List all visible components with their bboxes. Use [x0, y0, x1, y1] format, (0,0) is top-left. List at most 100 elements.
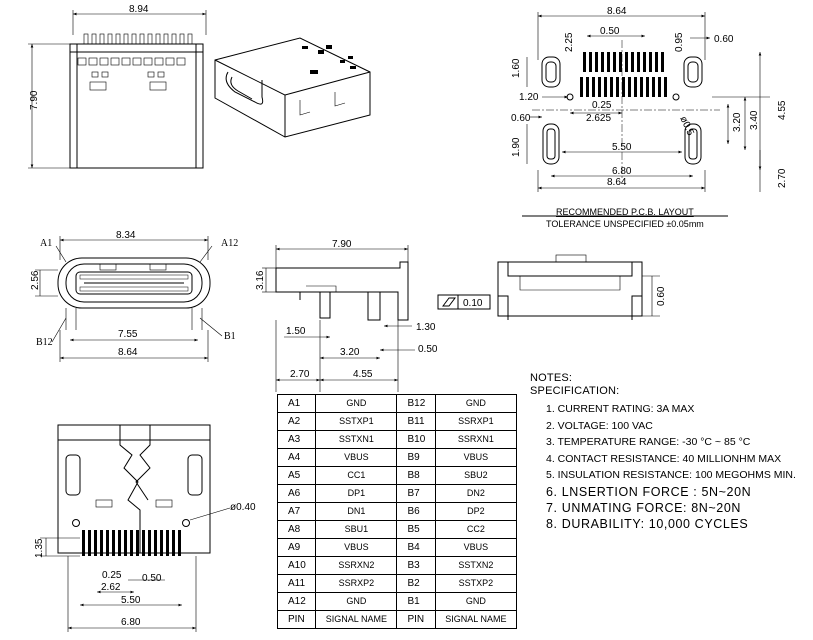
label-a1: A1	[40, 238, 53, 249]
pcb-pad-small: 0.25	[592, 100, 612, 111]
pin-number-cell: B7	[396, 484, 436, 503]
pcb-layout-title: RECOMMENDED P.C.B. LAYOUT	[556, 207, 694, 217]
pcb-layout: 8.64 0.50 2.25 0.95 0.60	[511, 6, 788, 192]
pcb-overall-top: 8.64	[607, 6, 627, 17]
signal-name-cell: SSRXN1	[434, 430, 518, 449]
notes-subtitle: SPECIFICATION:	[530, 385, 620, 397]
bottom-span1: 2.62	[101, 582, 121, 593]
pin-number-cell: B2	[396, 574, 436, 593]
signal-name-cell: VBUS	[434, 448, 518, 467]
pin-number-cell: B10	[396, 430, 436, 449]
front-view: 8.34 2.56 7.55 8.64	[30, 230, 223, 362]
bottom-pitch: 0.25	[102, 570, 122, 581]
signal-name-cell: GND	[434, 394, 518, 413]
signal-name-cell: SSRXN2	[315, 556, 398, 575]
label-b1: B1	[224, 331, 236, 342]
pin-number-cell: A3	[276, 430, 317, 449]
top-height-dim: 7.90	[29, 90, 40, 110]
front-inner-width: 7.55	[118, 329, 138, 340]
pcb-pad-depth: 2.25	[564, 32, 575, 52]
pin-number-cell: B11	[396, 412, 436, 431]
signal-name-cell: DP2	[434, 502, 518, 521]
pin-number-cell: A1	[276, 394, 317, 413]
pin-number-cell: A7	[276, 502, 317, 521]
pcb-inner-height: 3.20	[732, 112, 743, 132]
pcb-mid-height: 3.40	[749, 110, 760, 130]
signal-name-cell: GND	[315, 592, 398, 611]
signal-name-cell: SSTXN2	[434, 556, 518, 575]
signal-name-cell: GND	[315, 394, 398, 413]
signal-name-cell: SSTXN1	[315, 430, 398, 449]
signal-name-cell: SBU1	[315, 520, 398, 539]
spec-item: 6. LNSERTION FORCE : 5N~20N	[546, 484, 752, 499]
pcb-slot-height: 1.60	[511, 58, 522, 78]
pcb-lower-slot: 1.90	[511, 137, 522, 157]
spec-item: 1. CURRENT RATING: 3A MAX	[546, 403, 695, 415]
bottom-view: ø0.40 1.35 0.25 0.50 2.62 5.50 6.80	[34, 424, 256, 632]
signal-name-cell: VBUS	[315, 538, 398, 557]
bottom-span2: 5.50	[121, 595, 141, 606]
flatness-value: 0.10	[463, 298, 483, 309]
signal-name-cell: SBU2	[434, 466, 518, 485]
bottom-pad-height: 1.35	[34, 538, 45, 558]
label-b12: B12	[36, 337, 53, 348]
pcb-offset-left: 1.20	[519, 92, 539, 103]
pcb-pitch-outer: 0.50	[600, 26, 620, 37]
pcb-lower-span: 6.80	[612, 166, 632, 177]
pcb-height-right: 4.55	[777, 100, 788, 120]
label-a12: A12	[221, 238, 239, 249]
bottom-pin-row	[82, 530, 181, 556]
isometric-view	[214, 37, 371, 138]
spec-item: 7. UNMATING FORCE: 8N~20N	[546, 500, 742, 515]
flatness-icon	[442, 297, 456, 307]
front-contacts	[79, 263, 189, 292]
pin-number-cell: A2	[276, 412, 317, 431]
spec-item: 8. DURABILITY: 10,000 CYCLES	[546, 516, 749, 531]
pcb-layout-tolerance: TOLERANCE UNSPECIFIED ±0.05mm	[546, 219, 704, 229]
pin-number-cell: A11	[276, 574, 317, 593]
pin-number-cell: A6	[276, 484, 317, 503]
pin-number-cell: A8	[276, 520, 317, 539]
pin-header-cell: PIN	[276, 610, 317, 629]
signal-name-cell: GND	[434, 592, 518, 611]
signal-name-cell: DP1	[315, 484, 398, 503]
pcb-pad-array	[580, 52, 667, 97]
pin-number-cell: A5	[276, 466, 317, 485]
side-d4: 0.50	[418, 344, 438, 355]
side-d5: 2.70	[290, 369, 310, 380]
bottom-pitch2: 0.50	[142, 573, 162, 584]
side-d2: 1.30	[416, 322, 436, 333]
pin-number-cell: B8	[396, 466, 436, 485]
pin-number-cell: B5	[396, 520, 436, 539]
pcb-slot-left: 0.60	[511, 113, 531, 124]
side-d3: 3.20	[340, 347, 360, 358]
signal-name-cell: SSRXP1	[434, 412, 518, 431]
notes-title: NOTES:	[530, 372, 573, 384]
side-d1: 1.50	[286, 326, 306, 337]
spec-item: 5. INSULATION RESISTANCE: 100 MEGOHMS MI…	[546, 469, 796, 481]
rear-view: 0.60 0.10	[437, 254, 667, 320]
front-height-left: 2.56	[30, 270, 41, 290]
pcb-lower-offset: 2.70	[777, 168, 788, 188]
pcb-pad-width: 0.95	[674, 32, 685, 52]
signal-name-cell: CC2	[434, 520, 518, 539]
signal-name-cell: VBUS	[315, 448, 398, 467]
pin-number-cell: A12	[276, 592, 317, 611]
pcb-center-span: 5.50	[612, 142, 632, 153]
pcb-drill: ø0.5	[677, 115, 696, 138]
signal-name-cell: VBUS	[434, 538, 518, 557]
front-width-bottom: 8.64	[118, 347, 138, 358]
pin-number-cell: A9	[276, 538, 317, 557]
signal-name-cell: SSTXP1	[315, 412, 398, 431]
signal-name-cell: CC1	[315, 466, 398, 485]
side-view: 7.90 3.16 1.50 1.30 3.20 0.50 2.70 4.55	[255, 239, 438, 392]
signal-name-cell: DN1	[315, 502, 398, 521]
spec-item: 4. CONTACT RESISTANCE: 40 MILLIONHM MAX	[546, 452, 782, 465]
